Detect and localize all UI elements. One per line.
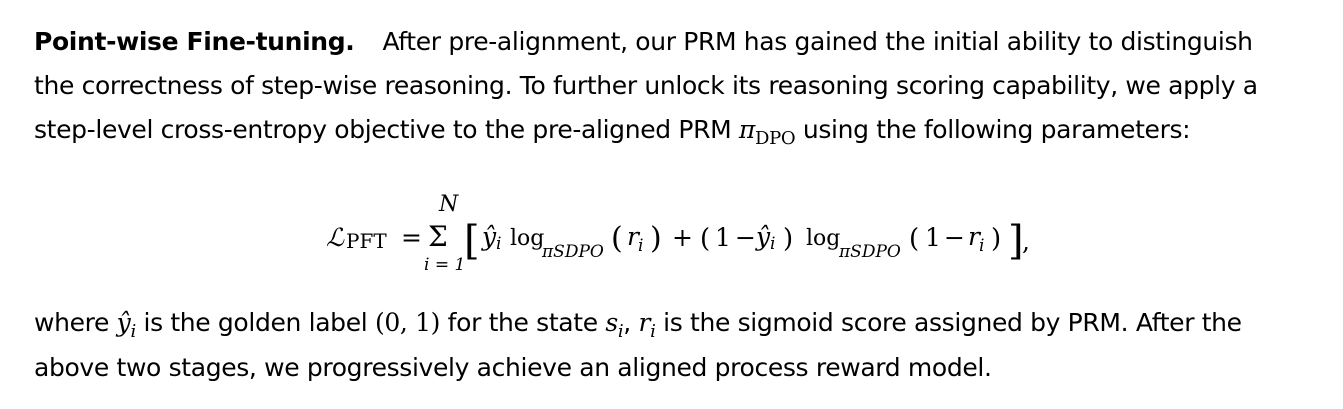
y-hat-2-index: i: [770, 234, 775, 254]
inline-s-index: i: [617, 321, 624, 343]
paren-open-3: (: [909, 224, 919, 254]
text-line-3-after: using the following parameters:: [802, 115, 1191, 144]
minus-sign-1: −: [735, 223, 756, 252]
y-hat-1: ŷ: [481, 222, 497, 251]
inline-comma: ,: [623, 308, 631, 337]
text-line-2: the correctness of step-wise reasoning. …: [34, 71, 1258, 100]
r-1: r: [627, 222, 641, 251]
log-2-base: πSDPO: [838, 242, 901, 262]
inline-r: r: [638, 308, 651, 337]
paragraph-intro-line-1: Point-wise Fine-tuning. After pre-alignme…: [34, 27, 1253, 57]
text-for-state: for the state: [447, 308, 598, 337]
paren-open-2: (: [700, 224, 710, 254]
inline-y-hat-index: i: [130, 321, 136, 343]
paragraph-conclusion-line-2: above two stages, we progressively achie…: [34, 353, 992, 383]
summation-symbol: Σ: [428, 220, 448, 253]
text-conclusion-line-2: above two stages, we progressively achie…: [34, 353, 992, 382]
log-1-base: πSDPO: [541, 242, 604, 262]
pi-subscript: DPO: [755, 128, 796, 150]
paren-close-2: ): [783, 224, 793, 254]
inline-r-index: i: [650, 321, 656, 343]
one-2: 1: [925, 223, 941, 252]
sum-upper-limit: N: [438, 192, 459, 217]
paren-close-3: ): [991, 224, 1001, 254]
text-where: where: [34, 308, 110, 337]
paragraph-intro-line-3: step-level cross-entropy objective to th…: [34, 115, 1191, 149]
sum-lower-limit: i = 1: [424, 255, 465, 275]
paragraph-intro-line-2: the correctness of step-wise reasoning. …: [34, 71, 1258, 101]
equation-comma: ,: [1022, 227, 1030, 256]
minus-sign-2: −: [944, 223, 965, 252]
plus-sign: +: [672, 223, 693, 252]
loss-subscript: PFT: [346, 229, 387, 253]
big-bracket-close: ]: [1008, 218, 1024, 264]
text-golden-label: is the golden label: [143, 308, 368, 337]
section-heading: Point-wise Fine-tuning.: [34, 27, 355, 56]
paren-open-1: (: [611, 221, 623, 256]
inline-y-hat: ŷ: [116, 308, 131, 337]
one-1: 1: [715, 223, 731, 252]
text-line-3-before: step-level cross-entropy objective to th…: [34, 115, 732, 144]
text-line-1: After pre-alignment, our PRM has gained …: [382, 27, 1253, 56]
inline-label-set: (0, 1): [374, 308, 441, 337]
r-2-index: i: [979, 236, 984, 256]
r-2: r: [968, 222, 982, 251]
pi-symbol: π: [738, 115, 756, 144]
r-1-index: i: [638, 236, 643, 256]
y-hat-1-index: i: [496, 234, 501, 254]
log-2: log: [806, 226, 840, 251]
text-sigmoid-score: is the sigmoid score assigned by PRM. Af…: [663, 308, 1242, 337]
y-hat-2: ŷ: [755, 222, 771, 251]
inline-s: s: [605, 308, 618, 337]
big-bracket-open: [: [464, 218, 480, 264]
log-1: log: [510, 226, 544, 251]
equals-sign: =: [401, 223, 422, 252]
loss-symbol: ℒ: [326, 223, 345, 252]
paren-close-1: ): [650, 221, 662, 256]
paragraph-conclusion-line-1: where ŷi is the golden label (0, 1) for …: [34, 308, 1242, 342]
